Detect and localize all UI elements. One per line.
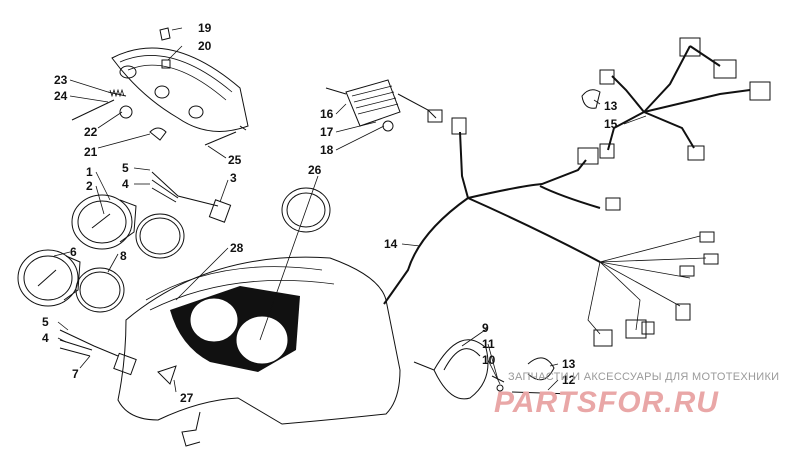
callout-3: 3 [230, 171, 237, 185]
tachometer-gauge [71, 194, 137, 250]
callout-23: 23 [54, 73, 68, 87]
callout-13-lower: 13 [562, 357, 576, 371]
callout-6: 6 [70, 245, 77, 259]
callout-9: 9 [482, 321, 489, 335]
callout-25: 25 [228, 153, 242, 167]
callout-1: 1 [86, 165, 93, 179]
callout-16: 16 [320, 107, 334, 121]
callout-18: 18 [320, 143, 334, 157]
instrument-panel [117, 187, 401, 447]
callout-28: 28 [230, 241, 244, 255]
callout-14: 14 [384, 237, 398, 251]
bulb-socket-parts [71, 88, 167, 141]
callout-2: 2 [86, 179, 93, 193]
callout-4-lower: 4 [42, 331, 49, 345]
watermark: ЗАПЧАСТИ И АКСЕССУАРЫ ДЛЯ МОТОТЕХНИКИ PA… [494, 371, 779, 419]
callout-8: 8 [120, 249, 127, 263]
voltage-regulator [325, 79, 443, 132]
callout-5-lower: 5 [42, 315, 49, 329]
callout-20: 20 [198, 39, 212, 53]
callout-13-upper: 13 [604, 99, 618, 113]
callout-19: 19 [198, 21, 212, 35]
callout-26: 26 [308, 163, 322, 177]
callout-24: 24 [54, 89, 68, 103]
gauge-rings [75, 213, 185, 313]
main-wiring-harness [383, 117, 719, 347]
headlight-assembly [111, 27, 249, 146]
callout-15: 15 [604, 117, 618, 131]
callout-4-upper: 4 [122, 177, 129, 191]
callout-27: 27 [180, 391, 194, 405]
callout-17: 17 [320, 125, 334, 139]
callout-22: 22 [84, 125, 98, 139]
callout-21: 21 [84, 145, 98, 159]
callout-labels: 19 20 23 24 22 21 25 5 4 1 2 3 26 6 8 28… [42, 21, 618, 405]
handlebar-harness [581, 37, 771, 161]
callout-10: 10 [482, 353, 496, 367]
tail-light-assembly [413, 339, 573, 400]
watermark-tagline: ЗАПЧАСТИ И АКСЕССУАРЫ ДЛЯ МОТОТЕХНИКИ [508, 371, 779, 383]
callout-12: 12 [562, 373, 576, 387]
callout-11: 11 [482, 337, 495, 351]
speedometer-gauge [17, 249, 81, 307]
leader-lines [53, 27, 647, 393]
callout-5-upper: 5 [122, 161, 129, 175]
callout-7: 7 [72, 367, 79, 381]
watermark-logo: PARTSFOR.RU [494, 386, 719, 419]
